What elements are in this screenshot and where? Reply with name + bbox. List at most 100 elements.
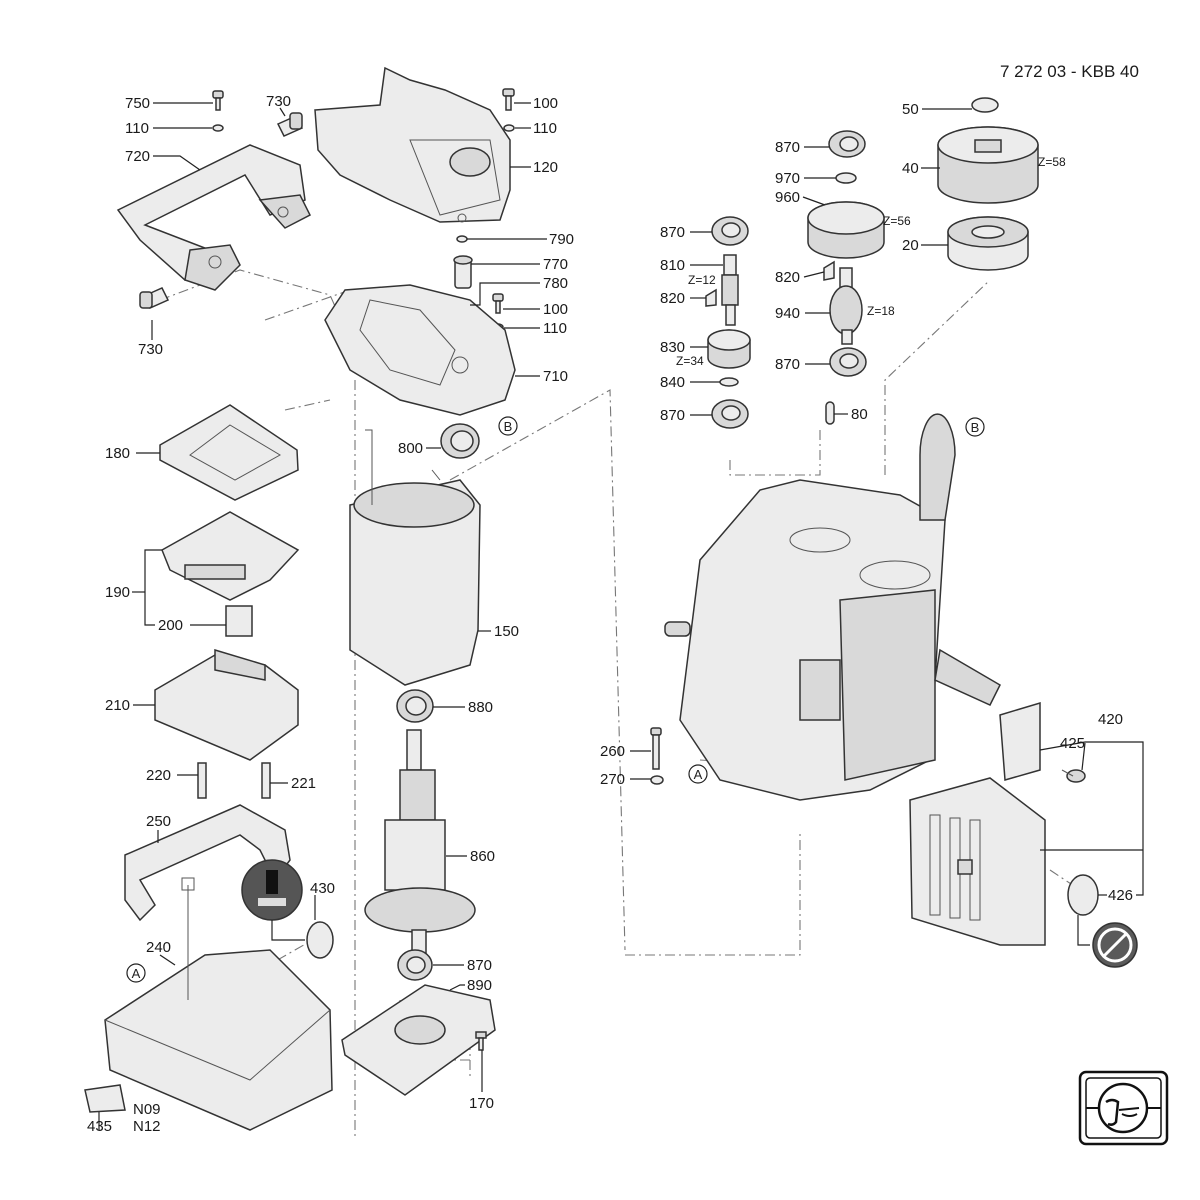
bearing-870-left-top: [711, 216, 749, 246]
bearing-plate-890: [341, 984, 496, 1096]
bearing-800: [440, 423, 480, 459]
part-label: 250: [146, 813, 171, 830]
part-label: 890: [467, 977, 492, 994]
key-820-right: [823, 260, 835, 281]
screw-425: [1061, 769, 1086, 783]
part-label: 20: [902, 237, 919, 254]
part-label: N09: [133, 1101, 161, 1118]
svg-text:A: A: [132, 966, 141, 981]
bearing-20: [947, 216, 1029, 271]
bolt-730-lower: [139, 287, 170, 309]
part-label: 710: [543, 368, 568, 385]
bearing-870-lower: [397, 949, 433, 981]
warning-decal-430: [241, 859, 334, 959]
circlip-840: [719, 377, 739, 387]
bearing-880: [396, 689, 434, 723]
tooth-count: Z=18: [867, 304, 895, 318]
tooth-count: Z=58: [1038, 155, 1066, 169]
ref-marker-b-left: B: [498, 416, 518, 436]
bolt-730-upper: [276, 112, 304, 137]
part-label: 430: [310, 880, 335, 897]
bearing-870-left-bottom: [711, 399, 749, 429]
top-cover-120: [314, 66, 511, 223]
handle-720: [116, 144, 312, 291]
document-code: 7 272 03 - KBB 40: [1000, 62, 1139, 81]
svg-text:B: B: [971, 420, 980, 435]
ref-marker-a-left: A: [126, 963, 146, 983]
screw-170: [475, 1031, 487, 1051]
tooth-count: Z=34: [676, 354, 704, 368]
part-label: 180: [105, 445, 130, 462]
part-200: [225, 605, 253, 637]
part-label: 770: [543, 256, 568, 273]
part-label: 790: [549, 231, 574, 248]
gear-40: [937, 126, 1039, 204]
ref-marker-b-right: B: [965, 417, 985, 437]
part-label: 40: [902, 160, 919, 177]
shaft-810: [721, 254, 739, 326]
part-label: 870: [775, 356, 800, 373]
part-label: 780: [543, 275, 568, 292]
tooth-count: Z=56: [883, 214, 911, 228]
part-label: 870: [660, 407, 685, 424]
part-label: 240: [146, 939, 171, 956]
screw-750: [212, 90, 224, 132]
screw-100-top: [502, 88, 515, 132]
part-label: 420: [1098, 711, 1123, 728]
circuit-board-190: [161, 511, 300, 601]
bearing-870-mid-right: [829, 347, 867, 377]
part-label: 870: [467, 957, 492, 974]
part-label: 800: [398, 440, 423, 457]
part-label: 810: [660, 257, 685, 274]
part-label: 426: [1108, 887, 1133, 904]
gear-830: [707, 329, 751, 369]
part-label: 870: [775, 139, 800, 156]
washer-790: [456, 235, 468, 243]
electronics-cover-180: [159, 404, 299, 501]
part-label: 110: [543, 320, 567, 337]
screw-260: [650, 727, 664, 785]
part-label: 100: [533, 95, 558, 112]
pin-80: [825, 401, 835, 425]
screw-221: [261, 762, 271, 799]
fein-logo: [1078, 1070, 1169, 1146]
part-label: 720: [125, 148, 150, 165]
armature-860: [364, 729, 476, 956]
part-label: 150: [494, 623, 519, 640]
part-label: 210: [105, 697, 130, 714]
part-label: 970: [775, 170, 800, 187]
part-label: 820: [660, 290, 685, 307]
part-label: 730: [266, 93, 291, 110]
part-label: 425: [1060, 735, 1085, 752]
screw-220: [197, 762, 207, 799]
part-label: 221: [291, 775, 316, 792]
bearing-870-top: [828, 130, 866, 158]
label-435: [84, 1084, 126, 1113]
base-housing-240: [104, 885, 333, 1131]
part-label: 80: [851, 406, 868, 423]
part-label: 110: [533, 120, 557, 137]
leader-lines: [98, 102, 1144, 1130]
part-label: 860: [470, 848, 495, 865]
circlip-50: [971, 97, 999, 113]
guard-420: [909, 701, 1046, 946]
part-label: 960: [775, 189, 800, 206]
electronics-housing-210: [154, 648, 299, 761]
part-label: 435: [87, 1118, 112, 1135]
gear-housing-main: [664, 413, 1001, 801]
part-label: 120: [533, 159, 558, 176]
part-labels: 750 110 720 730 730 100 110 120 790 770 …: [87, 93, 1133, 1135]
part-label: 820: [775, 269, 800, 286]
part-label: 940: [775, 305, 800, 322]
part-label: 200: [158, 617, 183, 634]
part-label: 270: [600, 771, 625, 788]
part-label: 190: [105, 584, 130, 601]
part-label: 730: [138, 341, 163, 358]
part-label: N12: [133, 1118, 161, 1135]
part-label: 830: [660, 339, 685, 356]
part-label: 870: [660, 224, 685, 241]
part-label: 170: [469, 1095, 494, 1112]
svg-text:A: A: [694, 767, 703, 782]
part-label: 220: [146, 767, 171, 784]
